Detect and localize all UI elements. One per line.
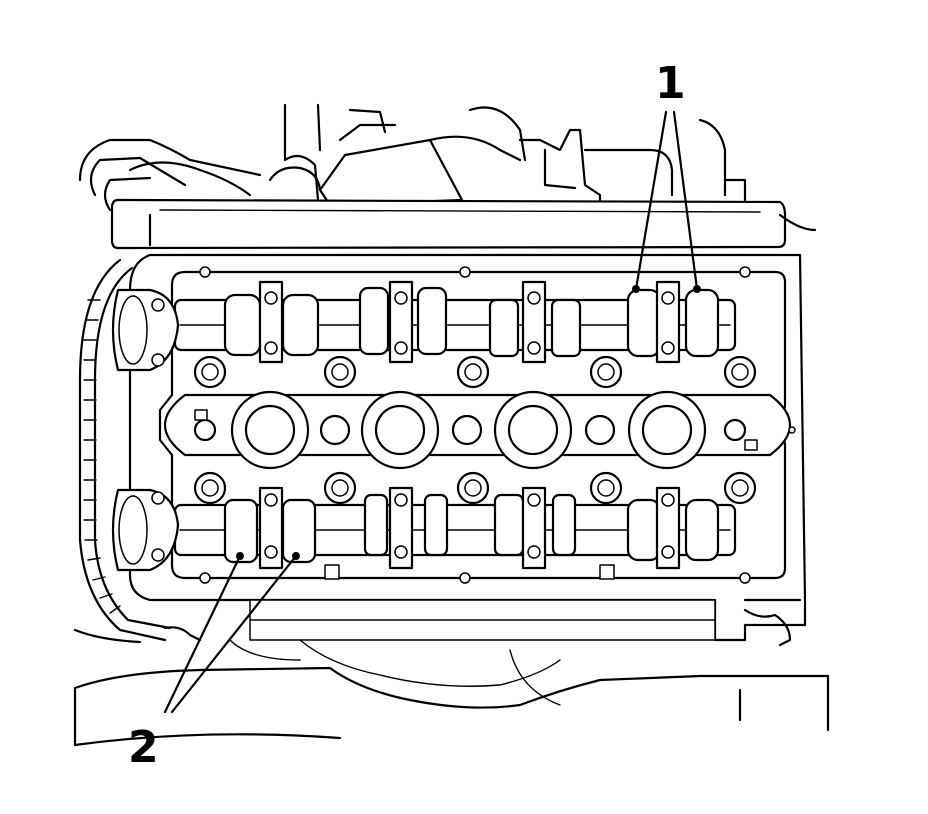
head-bolts xyxy=(193,266,796,584)
callout-1-label: 1 xyxy=(655,58,686,109)
leader-2a xyxy=(163,554,242,714)
callout-leaders xyxy=(163,110,699,714)
callout-2-label: 2 xyxy=(128,722,159,773)
upper-components xyxy=(78,103,747,212)
leader-1a xyxy=(634,110,668,291)
exhaust-camshaft xyxy=(111,486,737,580)
leader-2b xyxy=(170,554,298,714)
engine-block-outline xyxy=(73,639,830,747)
wiring-harness xyxy=(73,258,202,644)
fuel-rail xyxy=(110,198,817,250)
spark-plug-wells xyxy=(163,390,792,470)
leader-1b xyxy=(672,110,699,291)
intake-camshaft xyxy=(111,280,737,372)
